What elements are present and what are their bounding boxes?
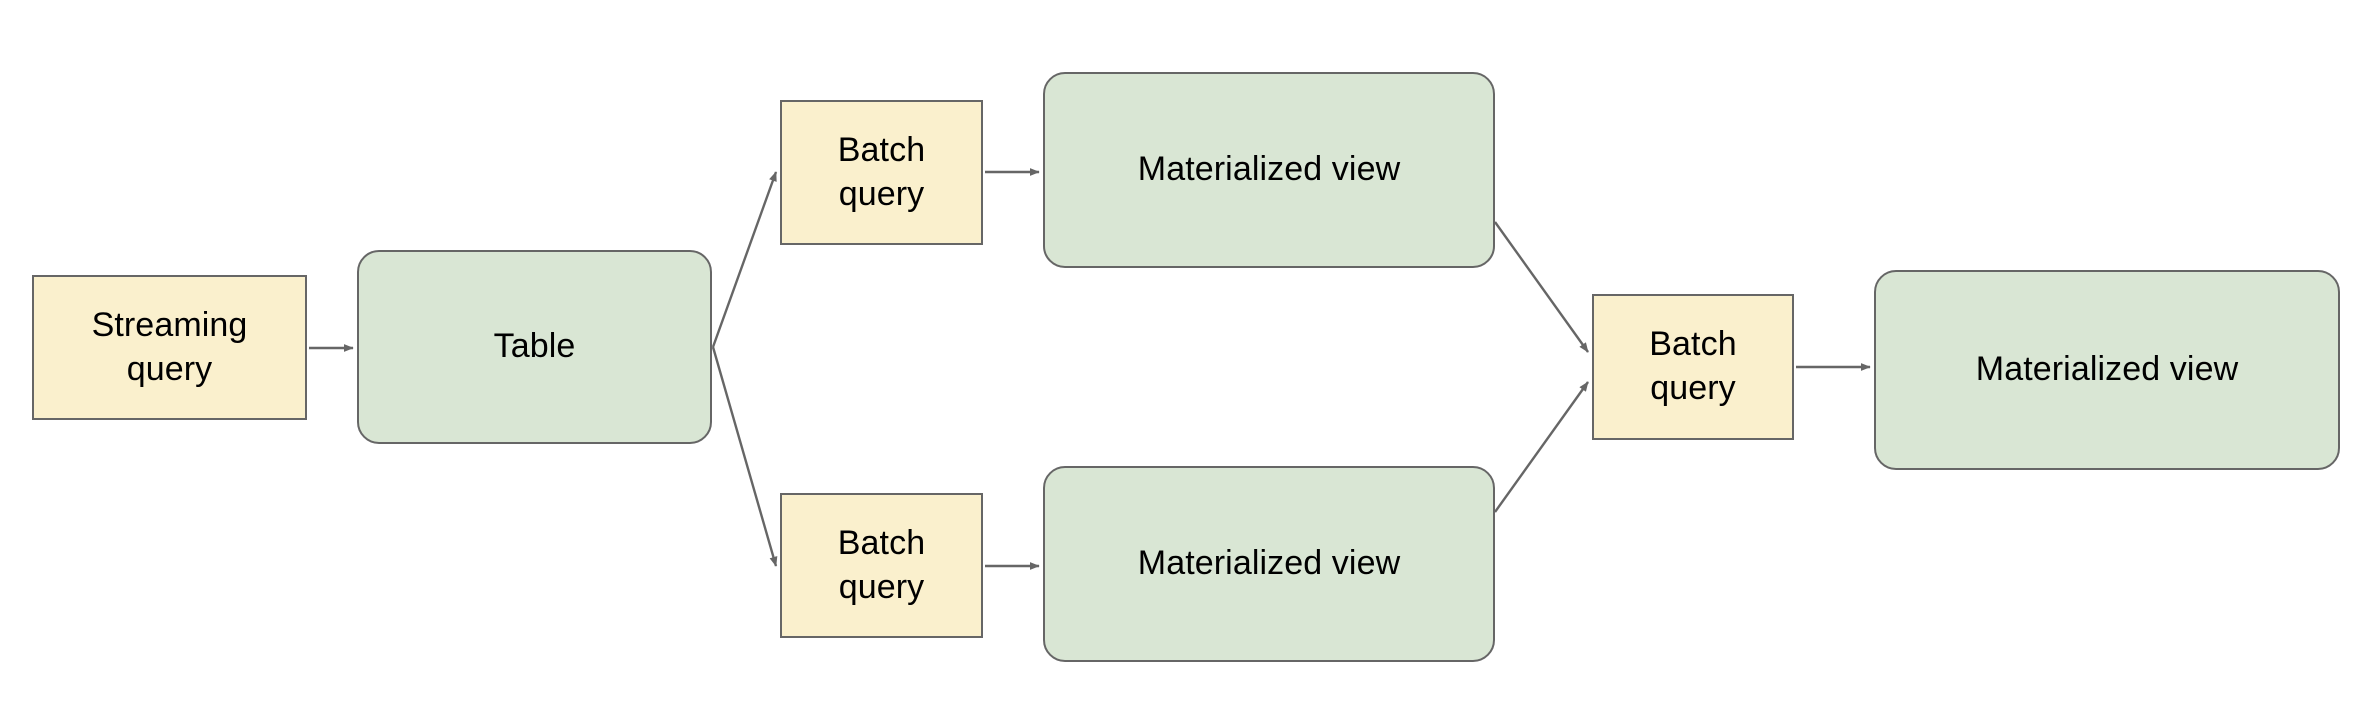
node-label: Table xyxy=(493,327,576,366)
node-label: Streaming query xyxy=(91,305,248,388)
node-batch-query-top[interactable]: Batch query xyxy=(780,100,983,245)
node-label: Materialized view xyxy=(1975,350,2239,389)
node-materialized-view-final[interactable]: Materialized view xyxy=(1874,270,2340,470)
node-materialized-view-bottom[interactable]: Materialized view xyxy=(1043,466,1495,662)
node-streaming-query[interactable]: Streaming query xyxy=(32,275,307,420)
node-batch-query-merge[interactable]: Batch query xyxy=(1592,294,1794,440)
node-materialized-view-top[interactable]: Materialized view xyxy=(1043,72,1495,268)
node-label: Batch query xyxy=(1649,325,1737,407)
node-label: Materialized view xyxy=(1137,544,1401,583)
node-label: Batch query xyxy=(837,523,926,606)
edge-materialized-view-top-to-batch-query-merge xyxy=(1494,221,1589,353)
node-table[interactable]: Table xyxy=(357,250,712,444)
edge-table-to-batch-query-bottom xyxy=(711,346,778,567)
node-label: Materialized view xyxy=(1137,150,1401,189)
node-batch-query-bottom[interactable]: Batch query xyxy=(780,493,983,638)
edge-materialized-view-bottom-to-batch-query-merge xyxy=(1494,381,1589,513)
node-label: Batch query xyxy=(837,130,926,213)
edge-table-to-batch-query-top xyxy=(711,171,778,348)
